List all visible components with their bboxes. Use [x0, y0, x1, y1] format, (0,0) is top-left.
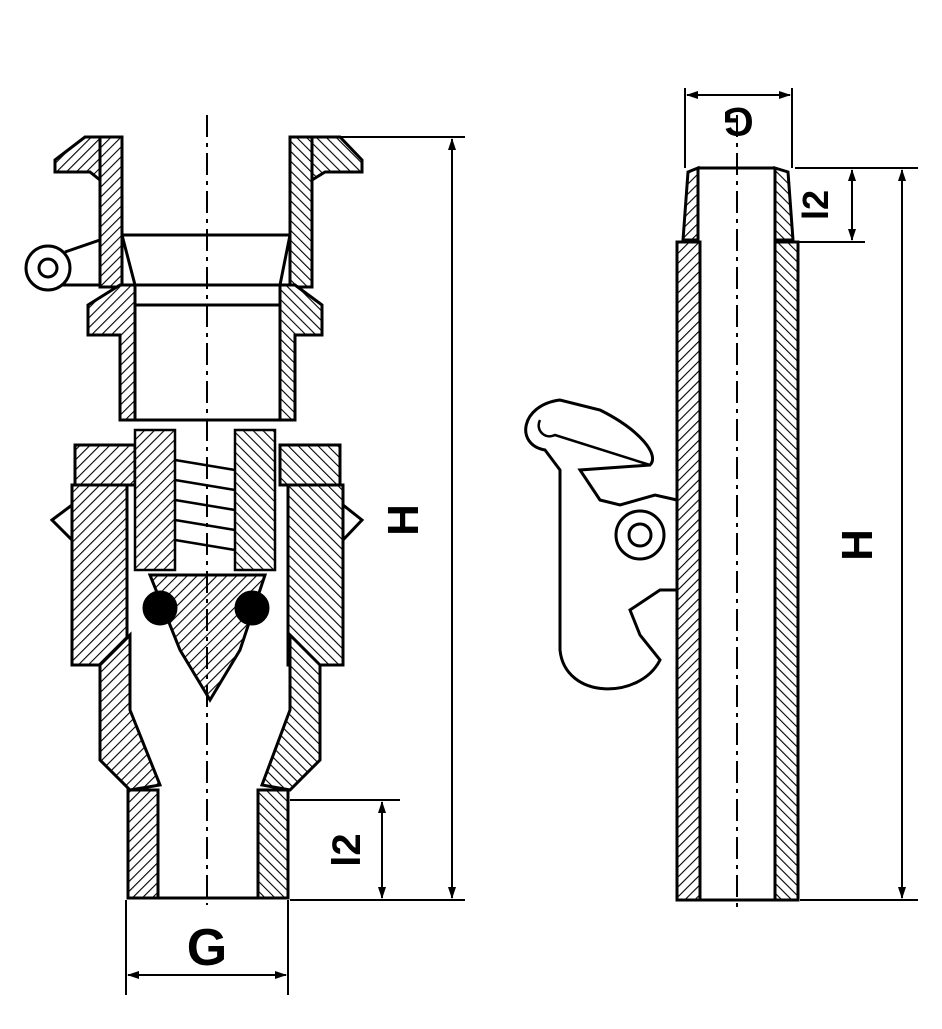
plug-top-left	[681, 165, 700, 242]
middle-sleeve-right	[278, 283, 324, 422]
right-plug-section	[524, 165, 800, 902]
o-ring-left	[142, 590, 178, 626]
right-G-label: G	[722, 99, 753, 143]
spring	[133, 428, 277, 572]
upper-wall-right	[288, 135, 314, 289]
housing-right	[278, 443, 342, 487]
body-right	[286, 483, 345, 667]
left-l2-label: l2	[325, 833, 369, 866]
body-left	[70, 483, 129, 667]
housing-left	[73, 443, 137, 487]
right-l2-label: l2	[795, 190, 836, 220]
o-ring-right	[234, 590, 270, 626]
left-H-label: H	[379, 504, 428, 536]
left-G-label: G	[187, 919, 227, 977]
upper-wall-left	[98, 135, 124, 289]
plug-top-right	[773, 165, 795, 242]
tube-wall-right	[773, 240, 800, 902]
right-dimensions	[684, 88, 918, 901]
lower-body-left	[98, 631, 163, 792]
left-dimensions	[125, 136, 465, 995]
lower-body-right	[259, 631, 322, 792]
middle-sleeve-left	[86, 283, 137, 422]
spigot-left	[126, 788, 160, 900]
right-H-label: H	[833, 529, 882, 561]
tube-wall-left	[675, 240, 702, 902]
spigot-right	[256, 788, 290, 900]
left-coupling-section	[24, 135, 365, 900]
cam-lever	[524, 398, 679, 691]
